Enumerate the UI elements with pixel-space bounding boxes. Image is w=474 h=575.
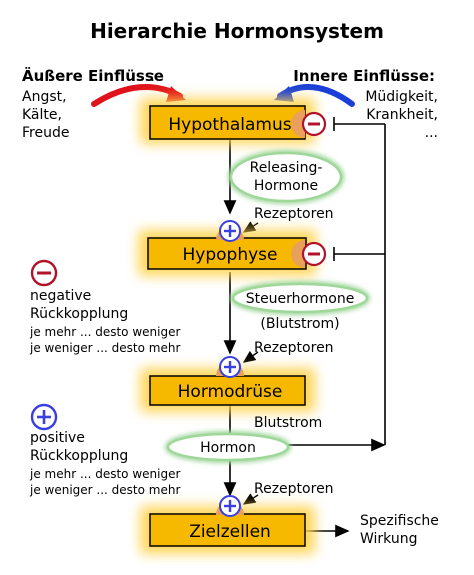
receptor-pointer-3 bbox=[242, 493, 259, 505]
legend-negative-title-2: Rückkopplung bbox=[30, 306, 128, 322]
legend-negative-icon bbox=[30, 259, 58, 287]
external-item-1: Angst, bbox=[22, 89, 67, 105]
box-hormondruese-label: Hormodrüse bbox=[178, 382, 283, 402]
external-heading-colon: : bbox=[150, 67, 155, 85]
box-zielzellen: Zielzellen bbox=[140, 506, 315, 554]
external-item-3: Freude bbox=[22, 125, 69, 141]
hormon-label: Hormon bbox=[200, 440, 256, 456]
ellipse-hormon: Hormon bbox=[165, 431, 291, 463]
box-hormondruese: Hormodrüse bbox=[140, 368, 315, 412]
internal-item-1: Müdigkeit, bbox=[365, 89, 438, 105]
box-hypophyse-label: Hypophyse bbox=[183, 245, 278, 265]
output-label-line1: Spezifische bbox=[360, 513, 439, 529]
output-label-line2: Wirkung bbox=[360, 531, 418, 547]
internal-influences-heading: Innere Einflüsse: bbox=[293, 67, 435, 85]
plus-receptor-icon-zielzellen bbox=[216, 495, 244, 517]
box-zielzellen-label: Zielzellen bbox=[189, 522, 271, 542]
minus-feedback-icon-hypophyse bbox=[291, 240, 327, 268]
steuerhormone-label: Steuerhormone bbox=[246, 291, 355, 307]
box-hypothalamus-label: Hypothalamus bbox=[168, 115, 291, 135]
receptor-pointer-2 bbox=[242, 350, 259, 363]
box-hypothalamus: Hypothalamus bbox=[140, 98, 315, 144]
legend-positive-desc-1: je mehr ... desto weniger bbox=[29, 467, 180, 481]
external-item-2: Kälte, bbox=[22, 107, 62, 123]
legend-positive-title-2: Rückkopplung bbox=[30, 448, 128, 464]
plus-receptor-icon-hypophyse bbox=[216, 220, 244, 242]
legend-negative-desc-1: je mehr ... desto weniger bbox=[29, 325, 180, 339]
receptor-label-1: Rezeptoren bbox=[254, 206, 334, 222]
legend-negative-desc-2: je weniger ... desto mehr bbox=[29, 341, 180, 355]
ellipse-steuerhormone: Steuerhormone bbox=[230, 281, 370, 315]
blutstrom-paren-label: (Blutstrom) bbox=[260, 316, 339, 332]
box-hypophyse: Hypophyse bbox=[138, 230, 316, 276]
releasing-label-line2: Hormone bbox=[254, 178, 318, 194]
receptor-label-3: Rezeptoren bbox=[254, 481, 334, 497]
receptor-label-2: Rezeptoren bbox=[254, 340, 334, 356]
legend-positive-title-1: positive bbox=[30, 430, 85, 446]
internal-item-3: ... bbox=[425, 125, 438, 141]
legend-positive-icon bbox=[30, 403, 58, 431]
legend-positive-desc-2: je weniger ... desto mehr bbox=[29, 483, 180, 497]
diagram-title: Hierarchie Hormonsystem bbox=[90, 19, 384, 43]
internal-item-2: Krankheit, bbox=[366, 107, 438, 123]
blutstrom-label: Blutstrom bbox=[254, 415, 322, 431]
external-influences-heading: Äußere Einflüsse bbox=[22, 66, 164, 85]
plus-receptor-icon-hormondruese bbox=[216, 356, 244, 378]
legend-negative-title-1: negative bbox=[30, 288, 91, 304]
ellipse-releasing-hormone: Releasing- Hormone bbox=[228, 150, 344, 204]
releasing-label-line1: Releasing- bbox=[250, 160, 323, 176]
minus-feedback-icon-hypothalamus bbox=[291, 110, 327, 138]
